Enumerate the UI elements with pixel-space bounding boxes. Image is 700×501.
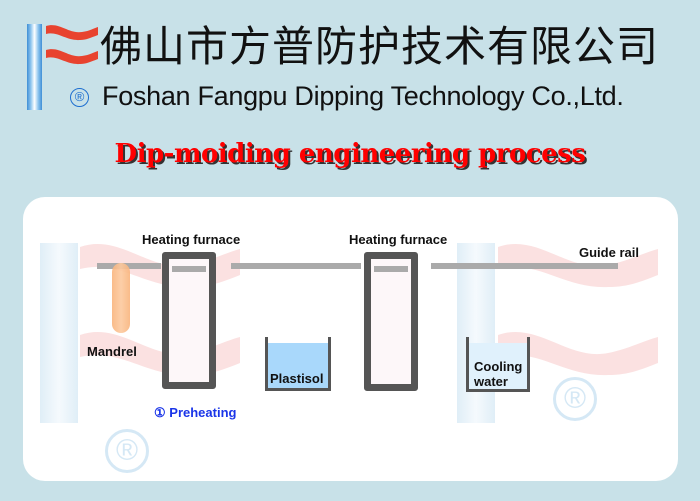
cooling-label-line-1: Cooling (474, 359, 523, 374)
heating-furnace-label-2: Heating furnace (349, 232, 448, 247)
watermark-flagpole-icon (40, 243, 78, 423)
step-label: Preheating (169, 405, 237, 420)
company-name-chinese: 佛山市方普防护技术有限公司 (100, 22, 660, 71)
heating-furnace-label-1: Heating furnace (142, 232, 241, 247)
process-diagram-panel: ® ® Mandrel Heating furnace Plastisol He… (23, 197, 678, 481)
company-name-english: Foshan Fangpu Dipping Technology Co.,Ltd… (102, 81, 624, 111)
step-number: ① (154, 405, 166, 420)
registered-trademark-icon: ® (70, 88, 89, 107)
logo-flag-wave-icon (46, 25, 98, 65)
watermark-registered-icon: ® (105, 429, 149, 473)
logo-flagpole-icon (27, 24, 42, 110)
guide-rail-segment (231, 263, 361, 269)
heating-furnace-2 (364, 252, 418, 391)
cooling-water-label: Cooling water (474, 359, 522, 389)
watermark-flagpole-icon (457, 243, 495, 423)
cooling-water-liquid (469, 343, 527, 389)
guide-rail-segment (431, 263, 618, 269)
heating-furnace-1 (162, 252, 216, 389)
guide-rail-label: Guide rail (579, 245, 639, 260)
mandrel-shape (112, 263, 130, 333)
cooling-water-tank (466, 337, 530, 392)
guide-rail-segment (97, 263, 161, 269)
mandrel-label: Mandrel (87, 344, 137, 359)
cooling-label-line-2: water (474, 374, 508, 389)
plastisol-tank (265, 337, 331, 391)
plastisol-label: Plastisol (270, 371, 324, 386)
watermark-flag-wave-icon (80, 244, 240, 376)
plastisol-liquid (268, 343, 328, 388)
watermark-registered-icon: ® (553, 377, 597, 421)
step-preheating: ① Preheating (154, 405, 236, 420)
page-title: Dip-moiding engineering process (114, 139, 586, 169)
guide-rail-inside-furnace (172, 266, 206, 272)
guide-rail-inside-furnace (374, 266, 408, 272)
